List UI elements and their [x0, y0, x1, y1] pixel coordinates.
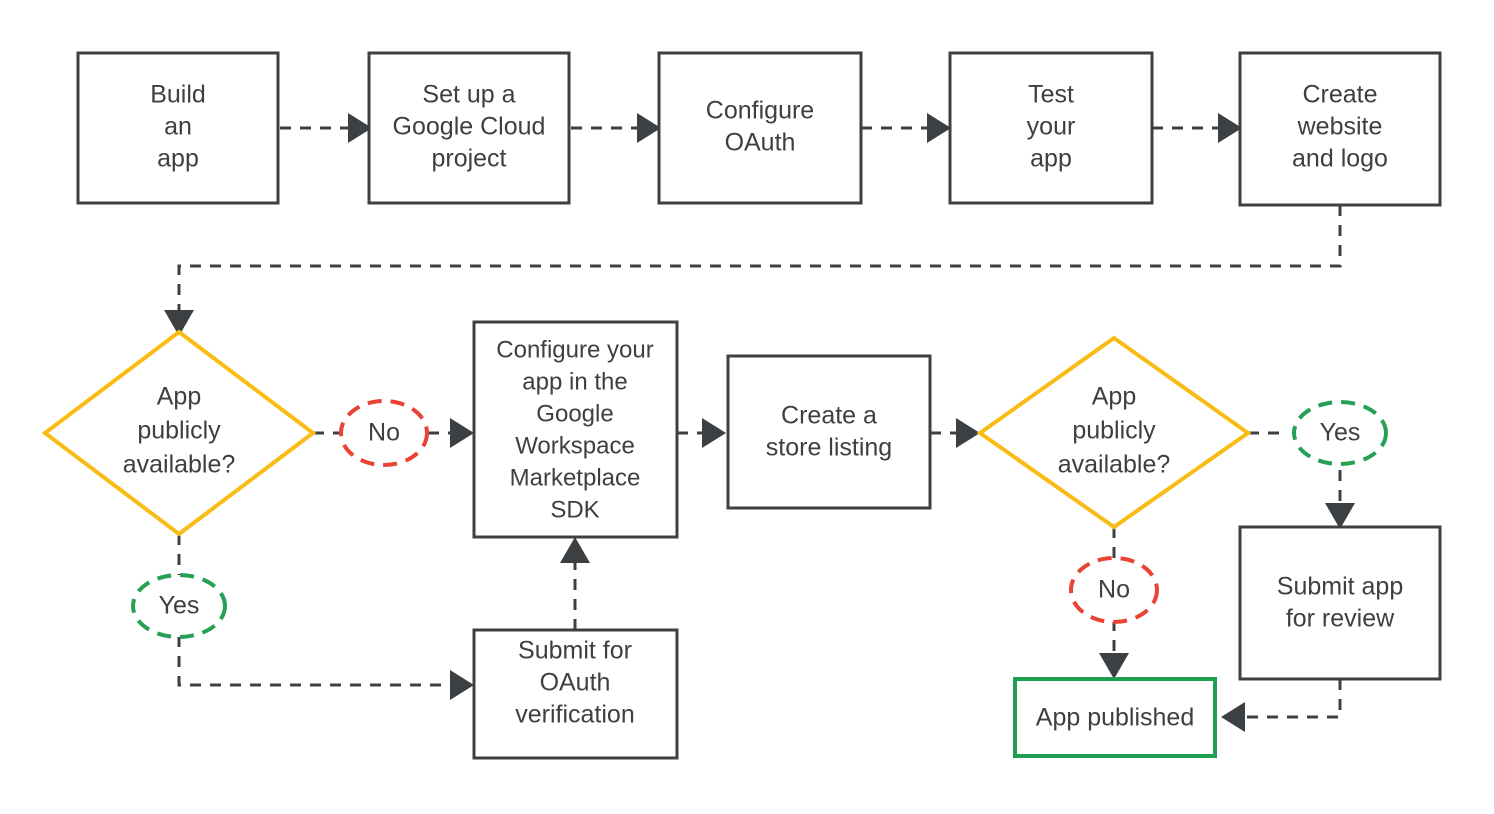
node-configure-app-in-marketplace-sdk: Configure your app in the Google Workspa…: [472, 320, 679, 539]
edge-decision-left-no-to-sdk: [313, 418, 474, 448]
node-create-website-and-logo: Create website and logo: [1238, 51, 1442, 207]
decision-right-line3: available?: [1058, 451, 1171, 479]
sdk-line1: Configure your: [496, 336, 653, 363]
app-published-line1: App published: [1036, 704, 1194, 732]
decision-left-line1: App: [157, 383, 201, 411]
node-configure-oauth-line1: Configure: [706, 97, 814, 125]
node-set-up-google-cloud-project: Set up a Google Cloud project: [367, 51, 571, 205]
node-create-website-line3: and logo: [1292, 145, 1388, 173]
node-configure-oauth-line2: OAuth: [725, 129, 796, 157]
node-decision-app-publicly-available-right: App publicly available?: [976, 335, 1252, 530]
node-test-line1: Test: [1028, 81, 1074, 109]
node-create-website-line2: website: [1297, 113, 1383, 141]
edge-decision-right-no-to-app-published: [1099, 527, 1129, 679]
edge-label-right-yes-text: Yes: [1320, 419, 1361, 447]
node-build-an-app: Build an app: [76, 51, 280, 205]
edge-submit-review-to-app-published: [1221, 679, 1342, 732]
edge-create-website-to-decision-left: [164, 205, 1342, 336]
node-submit-for-oauth-verification: Submit for OAuth verification: [472, 628, 679, 760]
sdk-line5: Marketplace: [510, 464, 641, 491]
node-configure-oauth: Configure OAuth: [657, 51, 863, 205]
edge-test-to-create-website: [1152, 113, 1242, 143]
node-decision-app-publicly-available-left: App publicly available?: [41, 329, 317, 537]
node-setup-line3: project: [431, 145, 506, 173]
edge-setup-to-oauth: [571, 113, 661, 143]
edge-label-right-no: No: [1069, 556, 1159, 624]
submit-review-line1: Submit app: [1277, 573, 1403, 601]
node-app-published: App published: [1013, 677, 1217, 758]
sdk-line6: SDK: [550, 496, 599, 523]
edge-label-right-yes: Yes: [1292, 400, 1388, 466]
edge-decision-right-yes-to-submit-review: [1248, 431, 1355, 529]
node-test-your-app: Test your app: [948, 51, 1154, 205]
edge-sdk-to-store-listing: [677, 418, 726, 448]
node-build-an-app-line2: an: [164, 113, 192, 141]
edge-oauth-verification-to-sdk: [560, 537, 590, 630]
submit-review-line2: for review: [1286, 605, 1395, 633]
decision-left-line2: publicly: [137, 417, 221, 445]
decision-right-line1: App: [1092, 383, 1136, 411]
edge-label-left-no-text: No: [368, 419, 400, 447]
oauth-verify-line2: OAuth: [540, 669, 611, 697]
edge-label-left-yes: Yes: [131, 573, 227, 639]
sdk-line4: Workspace: [515, 432, 635, 459]
node-create-a-store-listing: Create a store listing: [726, 354, 932, 510]
edge-label-left-yes-text: Yes: [159, 592, 200, 620]
sdk-line2: app in the: [522, 368, 627, 395]
edge-decision-left-yes-to-oauth-verification: [177, 534, 474, 700]
node-test-line3: app: [1030, 145, 1072, 173]
edge-label-right-no-text: No: [1098, 576, 1130, 604]
node-create-website-line1: Create: [1302, 81, 1377, 109]
edge-build-to-setup: [280, 113, 372, 143]
node-build-an-app-line1: Build: [150, 81, 206, 109]
edge-label-left-no: No: [339, 399, 429, 467]
edge-store-listing-to-decision-right: [930, 418, 980, 448]
oauth-verify-line1: Submit for: [518, 637, 632, 665]
node-test-line2: your: [1027, 113, 1076, 141]
decision-right-line2: publicly: [1072, 417, 1156, 445]
store-listing-line1: Create a: [781, 402, 877, 430]
node-build-an-app-line3: app: [157, 145, 199, 173]
decision-left-line3: available?: [123, 451, 236, 479]
edge-oauth-to-test: [861, 113, 951, 143]
node-setup-line1: Set up a: [422, 81, 515, 109]
oauth-verify-line3: verification: [515, 701, 635, 729]
store-listing-line2: store listing: [766, 434, 892, 462]
sdk-line3: Google: [536, 400, 613, 427]
node-submit-app-for-review: Submit app for review: [1238, 525, 1442, 681]
node-setup-line2: Google Cloud: [393, 113, 546, 141]
